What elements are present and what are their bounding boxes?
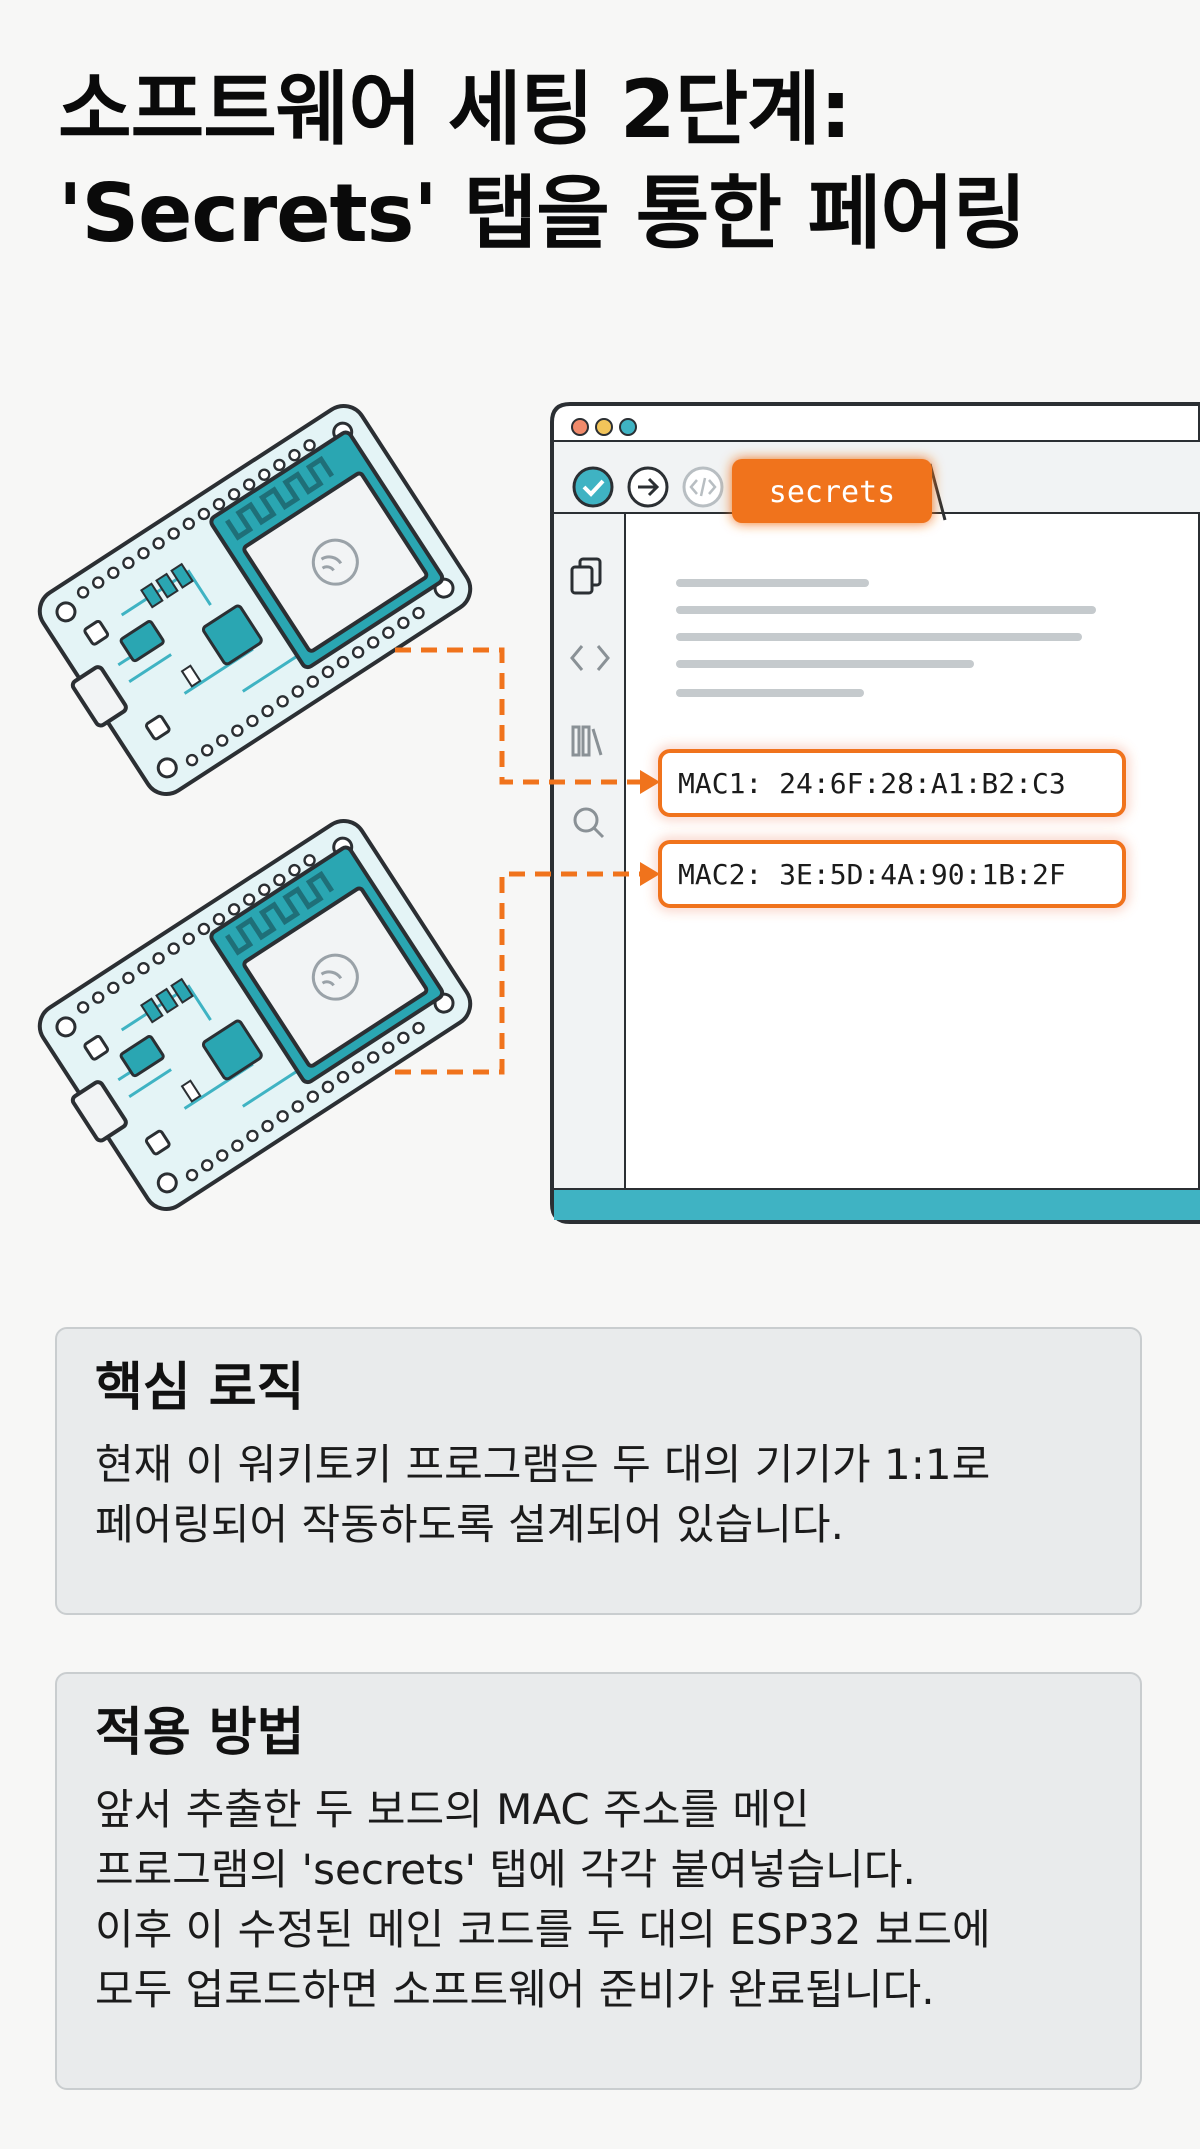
apply-method-card: 적용 방법 앞서 추출한 두 보드의 MAC 주소를 메인 프로그램의 'sec… bbox=[55, 1672, 1142, 2090]
core-logic-line-1: 현재 이 워키토키 프로그램은 두 대의 기기가 1:1로 bbox=[95, 1440, 991, 1489]
apply-method-line-4: 모두 업로드하면 소프트웨어 준비가 완료됩니다. bbox=[95, 1965, 935, 2014]
title-line-1: 소프트웨어 세팅 2단계: bbox=[58, 63, 852, 156]
apply-method-text: 앞서 추출한 두 보드의 MAC 주소를 메인 프로그램의 'secrets' … bbox=[95, 1780, 1102, 2020]
code-icon[interactable] bbox=[682, 466, 724, 508]
mac2-line: MAC2: 3E:5D:4A:90:1B:2F bbox=[678, 858, 1066, 891]
connector-board2-mac2 bbox=[395, 871, 640, 1075]
tab-secrets-label: secrets bbox=[769, 475, 895, 510]
title-line-2: 'Secrets' 탭을 통한 페어링 bbox=[58, 167, 1027, 260]
arrowhead-mac1 bbox=[640, 770, 660, 794]
esp32-board-2 bbox=[23, 813, 479, 1223]
apply-method-line-2: 프로그램의 'secrets' 탭에 각각 붙여넣습니다. bbox=[95, 1845, 916, 1894]
library-icon[interactable] bbox=[571, 725, 603, 757]
verify-icon[interactable] bbox=[572, 466, 614, 508]
mac1-box bbox=[658, 749, 1126, 817]
ide-window: secrets MAC1: 24:6F:28:A1 bbox=[550, 402, 1200, 1224]
apply-method-heading: 적용 방법 bbox=[95, 1703, 305, 1763]
arrowhead-mac2 bbox=[640, 862, 660, 886]
upload-icon[interactable] bbox=[627, 466, 669, 508]
esp32-board-1 bbox=[23, 398, 479, 808]
window-maximize-dot[interactable] bbox=[619, 418, 637, 436]
core-logic-text: 현재 이 워키토키 프로그램은 두 대의 기기가 1:1로 페어링되어 작동하도… bbox=[95, 1435, 1102, 1555]
apply-method-line-3: 이후 이 수정된 메인 코드를 두 대의 ESP32 보드에 bbox=[95, 1905, 991, 1954]
tab-secrets[interactable] bbox=[732, 459, 932, 523]
window-minimize-dot[interactable] bbox=[595, 418, 613, 436]
window-close-dot[interactable] bbox=[571, 418, 589, 436]
pairing-diagram: secrets MAC1: 24:6F:28:A1 bbox=[0, 380, 1200, 1240]
core-logic-line-2: 페어링되어 작동하도록 설계되어 있습니다. bbox=[95, 1500, 844, 1549]
code-placeholder-lines bbox=[676, 579, 1096, 697]
page-title: 소프트웨어 세팅 2단계: 'Secrets' 탭을 통한 페어링 bbox=[58, 58, 1158, 266]
files-icon[interactable] bbox=[570, 557, 602, 595]
mac1-line: MAC1: 24:6F:28:A1:B2:C3 bbox=[678, 767, 1066, 800]
code-brackets-icon[interactable] bbox=[570, 645, 610, 671]
connector-board1-mac1 bbox=[395, 647, 640, 785]
core-logic-card: 핵심 로직 현재 이 워키토키 프로그램은 두 대의 기기가 1:1로 페어링되… bbox=[55, 1327, 1142, 1615]
search-icon[interactable] bbox=[573, 807, 605, 839]
apply-method-line-1: 앞서 추출한 두 보드의 MAC 주소를 메인 bbox=[95, 1785, 810, 1834]
core-logic-heading: 핵심 로직 bbox=[95, 1358, 305, 1418]
